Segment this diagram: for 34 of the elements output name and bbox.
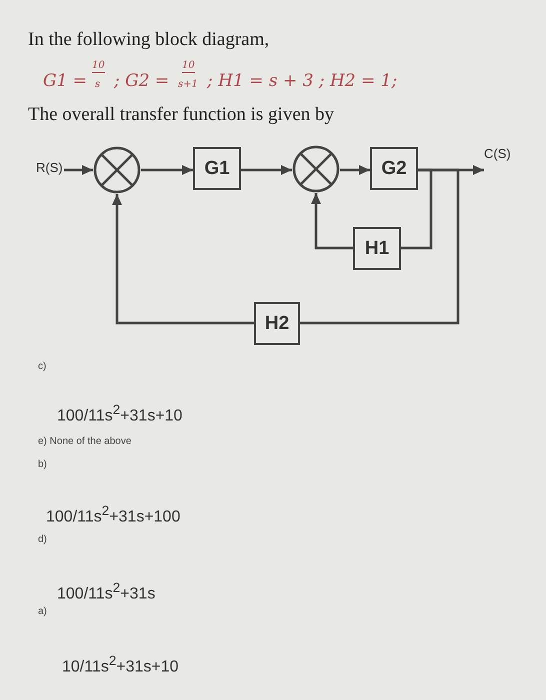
signal-line [401,168,432,250]
option-letter: b) [38,459,47,470]
equation-term: G1 = [43,71,88,91]
summing-junction [93,146,141,194]
answer-option: 100/11s$^{2}$+31s [57,580,156,604]
answer-option: 100/11s$^{2}$+31s+100 [46,503,180,526]
numerator: 10 [92,60,105,73]
transfer-block: H2 [254,302,300,345]
numerator: 10 [182,60,195,73]
arrow [340,165,370,175]
transfer-block: G2 [370,147,418,190]
option-letter: c) [38,361,46,372]
arrow [241,165,292,175]
equation-term: ; G2 = [114,71,170,91]
option-letter: d) [38,534,47,545]
arrow [112,194,254,324]
transfer-block: H1 [353,227,401,270]
option-letter: a) [38,606,47,617]
answer-option: 10/11s$^{2}$+31s+10 [62,653,179,676]
transfer-block: G1 [193,147,241,190]
question-text: In the following block diagram, [28,29,270,51]
arrow [64,165,93,175]
answer-option: e) None of the above [38,436,132,447]
question-text: The overall transfer function is given by [28,104,334,126]
summing-junction [292,145,340,193]
denominator: s+1 [178,79,198,90]
denominator: s [95,79,100,90]
arrow [311,193,353,250]
arrow [141,165,193,175]
signal-label: R(S) [36,160,63,175]
signal-label: C(S) [484,146,511,161]
answer-option: 100/11s$^{2}$+31s+10 [57,402,182,426]
signal-line [300,168,460,324]
equation-term: ; H1 = s + 3 ; H2 = 1; [207,71,398,91]
